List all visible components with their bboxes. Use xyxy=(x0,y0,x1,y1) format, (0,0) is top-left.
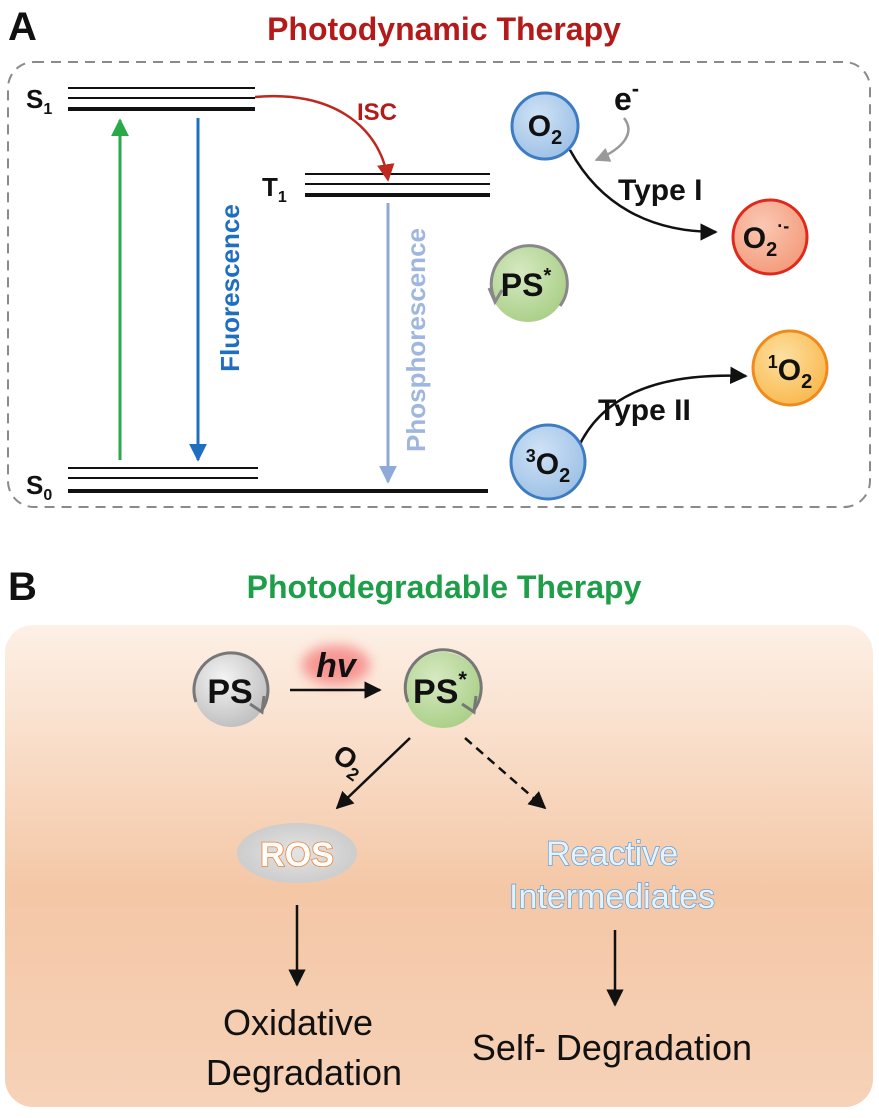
reactive-line2: Intermediates xyxy=(509,878,715,916)
fluorescence-label: Fluorescence xyxy=(215,204,245,372)
oxidative-line1: Oxidative xyxy=(223,1002,373,1043)
isc-arrow xyxy=(254,94,395,182)
s1-label: S1 xyxy=(26,84,52,118)
o2-branch-arrow xyxy=(335,737,411,810)
o2-circle xyxy=(510,91,580,161)
s1-level-lines xyxy=(68,87,255,111)
panel-b-letter: B xyxy=(8,565,37,609)
phosphorescence-label: Phosphorescence xyxy=(401,228,431,452)
ros-ellipse xyxy=(237,823,357,883)
s0-level-lines xyxy=(68,467,488,493)
o2-label: O2 xyxy=(528,110,562,149)
superoxide-label: O2·- xyxy=(743,216,789,261)
ps-star-b-circle xyxy=(405,652,481,728)
ps-label: PS xyxy=(207,673,252,711)
hv-label: hv xyxy=(316,647,358,685)
isc-label: ISC xyxy=(357,99,397,126)
ps-star-cycle-tip xyxy=(487,287,504,306)
ps-cycle-tip xyxy=(249,695,266,715)
t1-label: T1 xyxy=(262,172,287,206)
electron-arrow xyxy=(594,117,630,162)
type2-label: Type II xyxy=(598,394,691,427)
ps-circle xyxy=(194,653,268,727)
ps-cycle-icon xyxy=(192,651,270,711)
triplet-o2-circle xyxy=(509,423,587,501)
panel-a-frame xyxy=(7,61,871,508)
panel-a-letter: A xyxy=(8,5,37,49)
ps-star-cycle-icon xyxy=(489,244,569,307)
self-degradation-label: Self- Degradation xyxy=(472,1027,752,1068)
t1-level-lines xyxy=(305,173,490,197)
hv-glow xyxy=(302,645,370,685)
panel-b-title: Photodegradable Therapy xyxy=(247,569,642,605)
panel-a-title: Photodynamic Therapy xyxy=(267,11,621,47)
ps-star-label: PS* xyxy=(501,265,552,303)
reactive-line1: Reactive xyxy=(546,835,678,873)
dashed-branch-arrow xyxy=(464,737,547,810)
panel-b-background xyxy=(5,625,873,1107)
singlet-o2-circle xyxy=(751,329,829,407)
oxidative-line2: Degradation xyxy=(206,1052,402,1093)
electron-label: e- xyxy=(614,76,639,117)
singlet-o2-label: 1O2 xyxy=(768,352,812,393)
ps-star-circle xyxy=(490,246,566,322)
type1-arrow xyxy=(568,149,718,241)
triplet-o2-label: 3O2 xyxy=(526,446,570,487)
s0-label: S0 xyxy=(26,470,52,504)
ps-star-b-cycle-tip xyxy=(461,695,478,715)
type2-arrow xyxy=(576,366,748,449)
ps-star-b-cycle-icon xyxy=(403,648,483,711)
type1-label: Type I xyxy=(618,174,702,207)
ros-label: ROS xyxy=(260,836,334,874)
superoxide-circle xyxy=(731,198,809,276)
ps-star-b-label: PS* xyxy=(413,667,467,711)
